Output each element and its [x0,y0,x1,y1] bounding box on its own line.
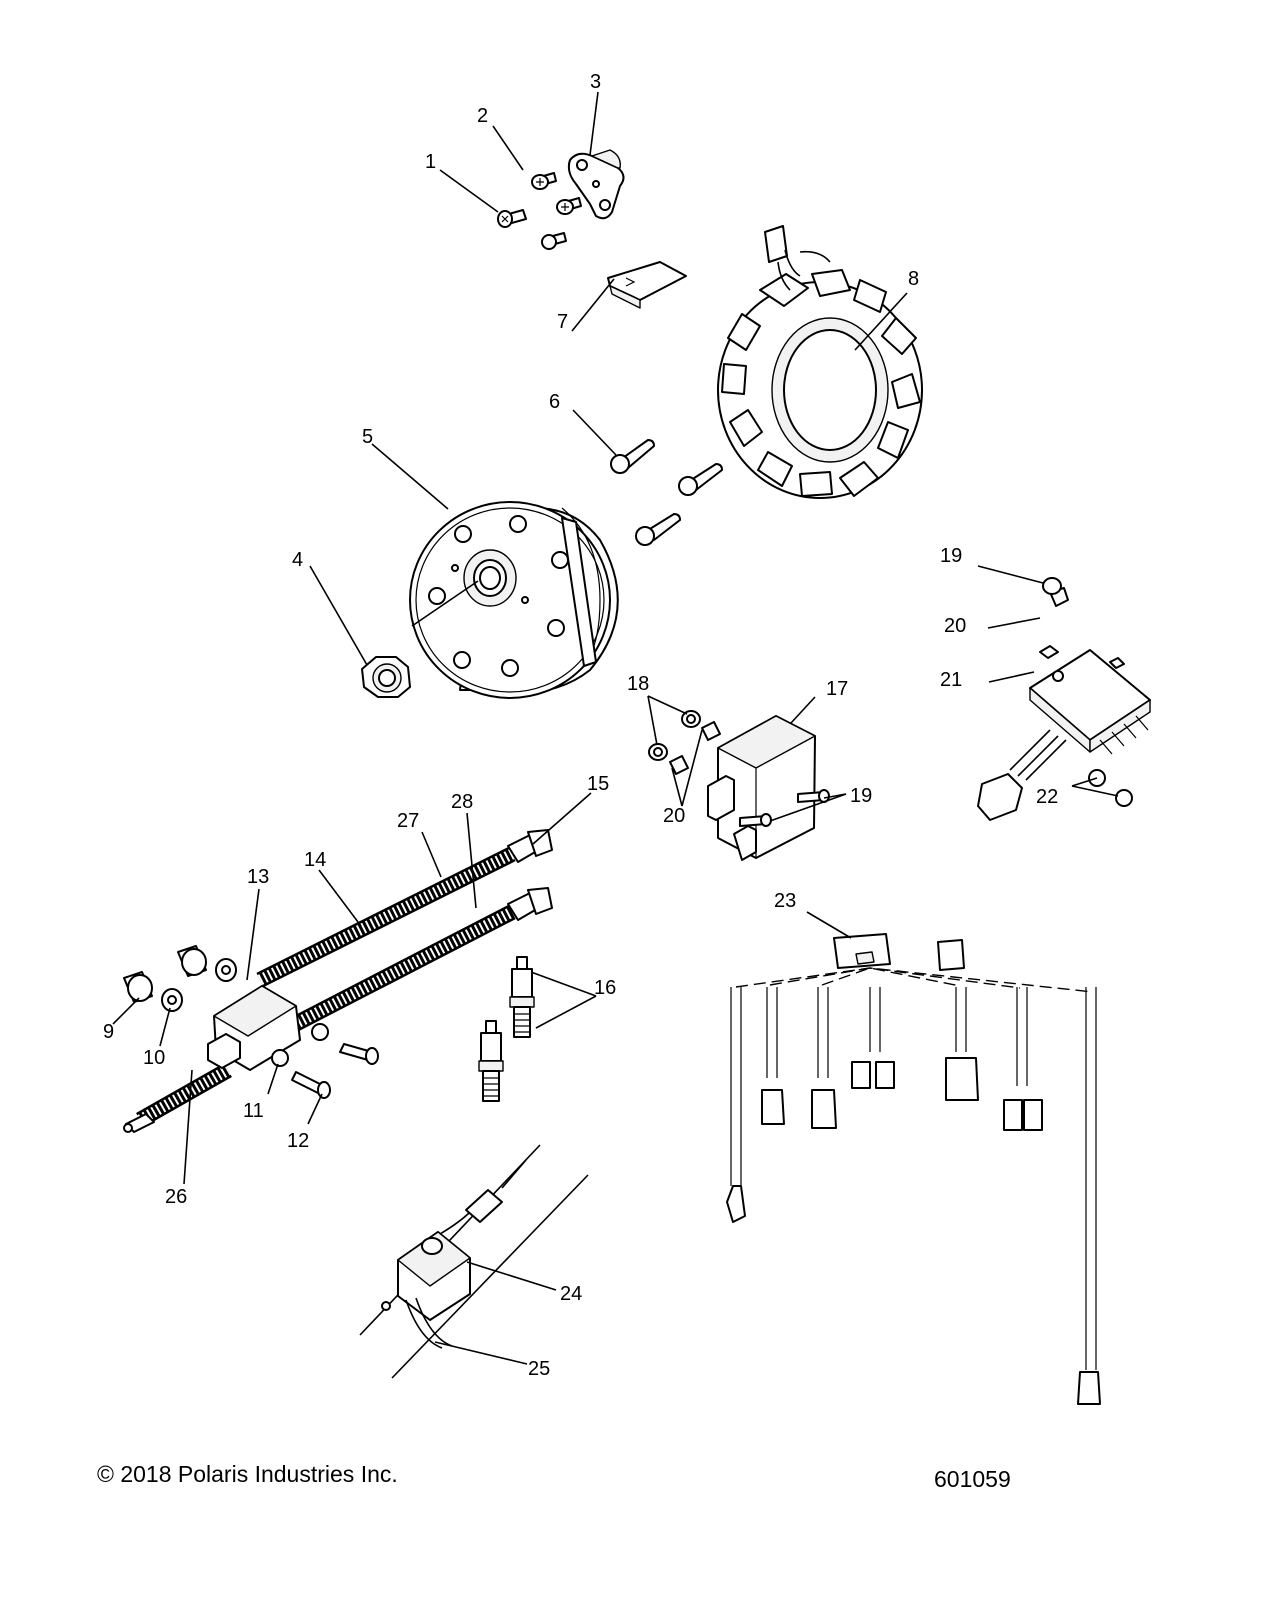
callout-2: 2 [477,105,488,127]
callout-10: 10 [143,1047,165,1069]
flywheel-5 [409,501,619,699]
bolts-19-cdi [739,789,830,827]
cdi-box-17 [707,715,816,861]
callout-27: 27 [397,810,419,832]
callout-7: 7 [557,311,568,333]
callout-16: 16 [594,977,616,999]
leader-lines [112,91,1119,1365]
regulator-21 [977,577,1151,821]
callout-17: 17 [826,678,848,700]
clamp-7 [607,261,687,309]
callout-8: 8 [908,268,919,290]
callout-6: 6 [549,391,560,413]
callout-21: 21 [940,669,962,691]
bolts-6 [610,439,723,546]
wire-harness-23 [726,933,1101,1405]
switch-24 [359,1144,589,1379]
callout-12: 12 [287,1130,309,1152]
bolt-1 [497,209,567,250]
callout-5: 5 [362,426,373,448]
stator-8 [717,225,923,499]
bracket-3 [567,149,625,220]
screw-2 [531,172,582,215]
callout-labels: 1 2 3 4 5 6 7 8 9 10 11 12 13 14 15 16 1… [103,71,1058,1380]
spark-plugs-16 [478,956,535,1102]
callout-26: 26 [165,1186,187,1208]
callout-9: 9 [103,1021,114,1043]
callout-15: 15 [587,773,609,795]
callout-14: 14 [304,849,326,871]
hardware-9-12 [123,945,379,1099]
callout-20a: 20 [944,615,966,637]
callout-19b: 19 [850,785,872,807]
callout-3: 3 [590,71,601,93]
ignition-coil-13 [207,985,301,1071]
callout-24: 24 [560,1283,582,1305]
nut-4 [361,656,411,698]
callout-28: 28 [451,791,473,813]
callout-23: 23 [774,890,796,912]
callout-11: 11 [243,1100,264,1122]
callout-4: 4 [292,549,303,571]
callout-25: 25 [528,1358,550,1380]
copyright-text: © 2018 Polaris Industries Inc. [97,1461,398,1487]
callout-18: 18 [627,673,649,695]
callout-1: 1 [425,151,436,173]
callout-19a: 19 [940,545,962,567]
diagram-number: 601059 [934,1466,1011,1492]
washers-18-20 [648,710,721,775]
spark-caps-15 [507,829,553,921]
callout-22: 22 [1036,786,1058,808]
callout-13: 13 [247,866,269,888]
callout-20b: 20 [663,805,685,827]
ignition-leads [136,846,516,1127]
terminal-26 [123,1113,155,1133]
